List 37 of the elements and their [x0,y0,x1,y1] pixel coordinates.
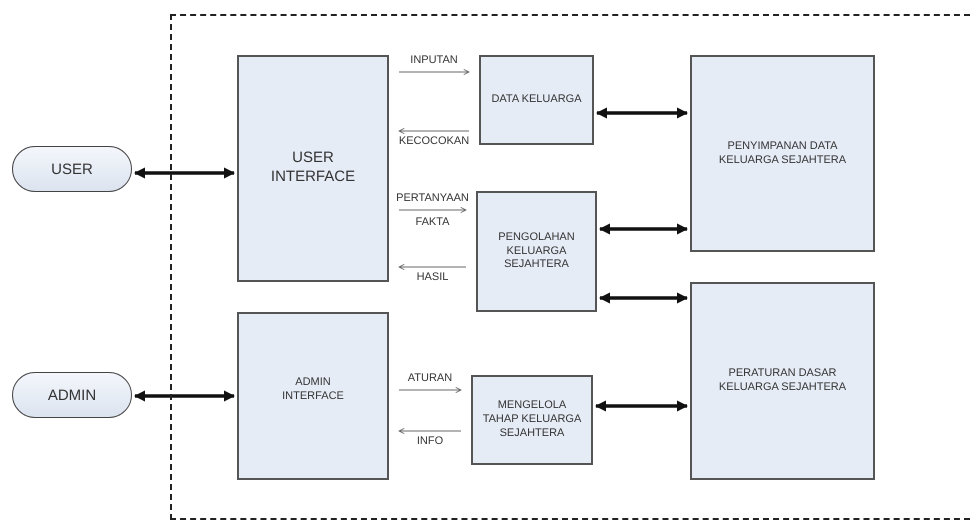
arrow [398,128,469,134]
edge-label: PERTANYAAN FAKTA [395,191,470,230]
process-box [471,375,593,465]
edge-label: KECOCOKAN [398,135,470,147]
arrow [594,400,688,412]
node-text: USER INTERFACE [270,149,356,186]
node-text: PERATURAN DASAR KELUARGA SEJAHTERA [718,367,848,395]
arrow [399,68,470,76]
actor-terminal [12,146,132,192]
actor-terminal [12,372,132,418]
process-box [690,282,875,480]
arrow [134,167,236,179]
process-box [237,55,389,282]
process-box [479,55,594,145]
edge-label: INFO [416,435,444,447]
edge-label: INPUTAN [410,54,458,66]
node-text: DATA KELUARGA [491,93,582,107]
node-text: PENYIMPANAN DATA KELUARGA SEJAHTERA [718,140,848,168]
arrow [598,223,688,235]
arrow [398,428,461,434]
arrow [399,206,466,214]
system-boundary [170,14,970,520]
edge-label: HASIL [416,271,448,283]
node-text: USER [51,160,93,178]
node-text: ADMIN [48,386,96,404]
node-text: ADMIN INTERFACE [281,376,345,404]
process-box [237,312,389,480]
arrow [398,264,466,270]
arrow [134,390,236,402]
node-text: PENGOLAHAN KELUARGA SEJAHTERA [497,230,576,272]
arrow [596,107,688,119]
arrow [598,292,688,304]
arrow [399,386,462,394]
process-box [690,55,875,252]
process-box [476,191,597,312]
edge-label: ATURAN [408,372,452,384]
node-text: MENGELOLA TAHAP KELUARGA SEJAHTERA [482,399,582,441]
